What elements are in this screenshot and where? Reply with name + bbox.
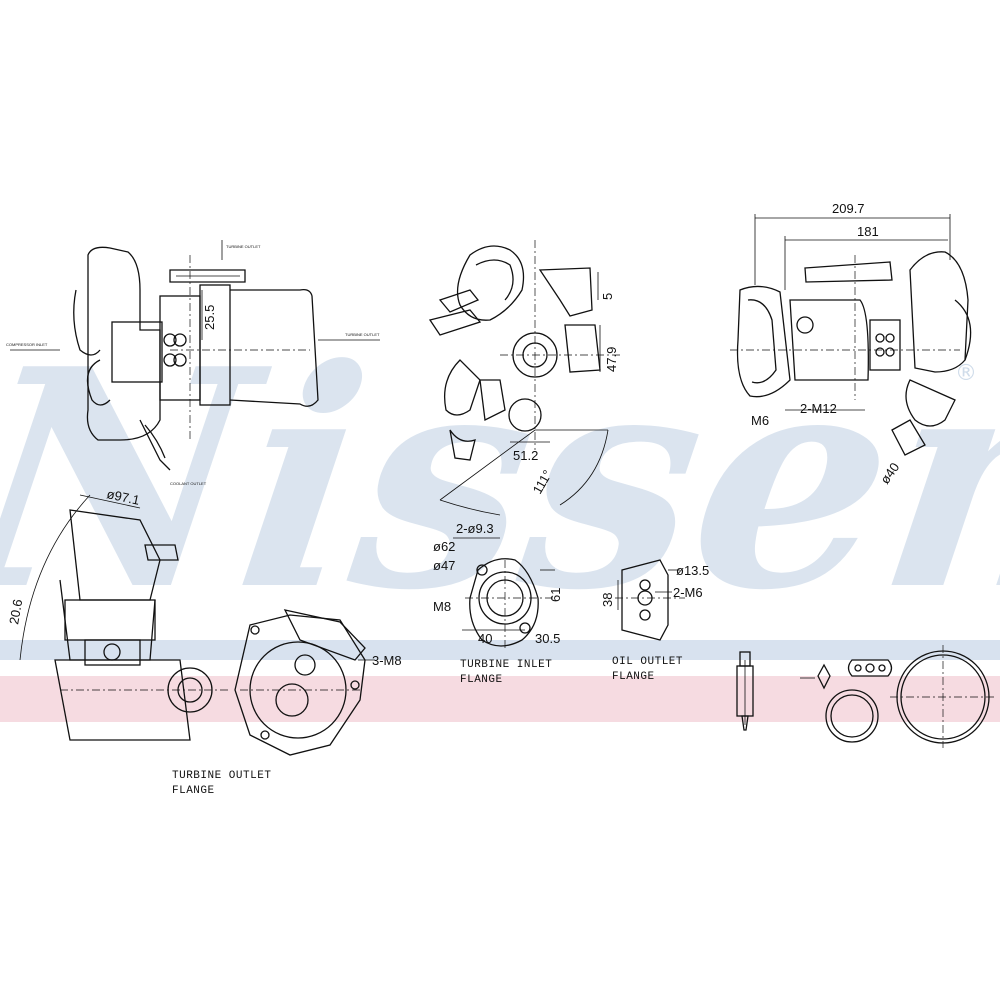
svg-text:5: 5 xyxy=(600,293,615,300)
svg-text:TURBINE OUTLET: TURBINE OUTLET xyxy=(345,332,380,337)
svg-text:ø47: ø47 xyxy=(433,558,455,573)
svg-text:FLANGE: FLANGE xyxy=(172,785,215,797)
svg-text:3-M8: 3-M8 xyxy=(372,653,402,668)
oblique-view: 20.6 ø97.1 xyxy=(6,486,230,741)
svg-text:COMPRESSOR INLET: COMPRESSOR INLET xyxy=(6,342,48,347)
svg-text:TURBINE INLET: TURBINE INLET xyxy=(460,659,552,671)
svg-text:TURBINE OUTLET: TURBINE OUTLET xyxy=(226,244,261,249)
svg-text:51.2: 51.2 xyxy=(513,448,538,463)
side-view-left: 25.5 TURBINE OUTLET COMPRESSOR INLET TUR… xyxy=(6,240,380,486)
svg-text:2-M12: 2-M12 xyxy=(800,401,837,416)
front-view-centre: 5 47.9 51.2 111° xyxy=(428,240,620,516)
svg-text:ø97.1: ø97.1 xyxy=(105,486,141,508)
svg-text:ø62: ø62 xyxy=(433,539,455,554)
svg-text:Nissens: Nissens xyxy=(0,304,1000,656)
turbine-inlet-flange: 2-ø9.3 ø62 ø47 M8 61 40 30.5 TURBINE INL… xyxy=(433,521,563,686)
svg-text:25.5: 25.5 xyxy=(202,305,217,330)
accessory-parts xyxy=(736,645,995,748)
svg-text:M8: M8 xyxy=(433,599,451,614)
svg-text:20.6: 20.6 xyxy=(6,598,25,626)
turbine-outlet-flange: 3-M8 TURBINE OUTLET FLANGE xyxy=(172,609,402,797)
svg-text:47.9: 47.9 xyxy=(604,347,619,372)
svg-text:TURBINE OUTLET: TURBINE OUTLET xyxy=(172,770,271,782)
svg-text:M6: M6 xyxy=(751,413,769,428)
nissens-watermark: Nissens ® xyxy=(0,304,1000,656)
svg-text:OIL OUTLET: OIL OUTLET xyxy=(612,656,683,668)
oil-outlet-flange: 38 ø13.5 2-M6 OIL OUTLET FLANGE xyxy=(600,559,709,683)
svg-text:2-ø9.3: 2-ø9.3 xyxy=(456,521,494,536)
svg-text:181: 181 xyxy=(857,224,879,239)
svg-text:ø13.5: ø13.5 xyxy=(676,563,709,578)
svg-text:38: 38 xyxy=(600,593,615,607)
svg-text:40: 40 xyxy=(478,631,492,646)
svg-text:FLANGE: FLANGE xyxy=(460,674,503,686)
svg-text:®: ® xyxy=(955,361,977,386)
svg-text:209.7: 209.7 xyxy=(832,201,865,216)
pink-band xyxy=(0,676,1000,722)
svg-text:COOLANT OUTLET: COOLANT OUTLET xyxy=(170,481,207,486)
svg-text:FLANGE: FLANGE xyxy=(612,671,655,683)
svg-text:2-M6: 2-M6 xyxy=(673,585,703,600)
svg-text:30.5: 30.5 xyxy=(535,631,560,646)
svg-text:61: 61 xyxy=(548,588,563,602)
